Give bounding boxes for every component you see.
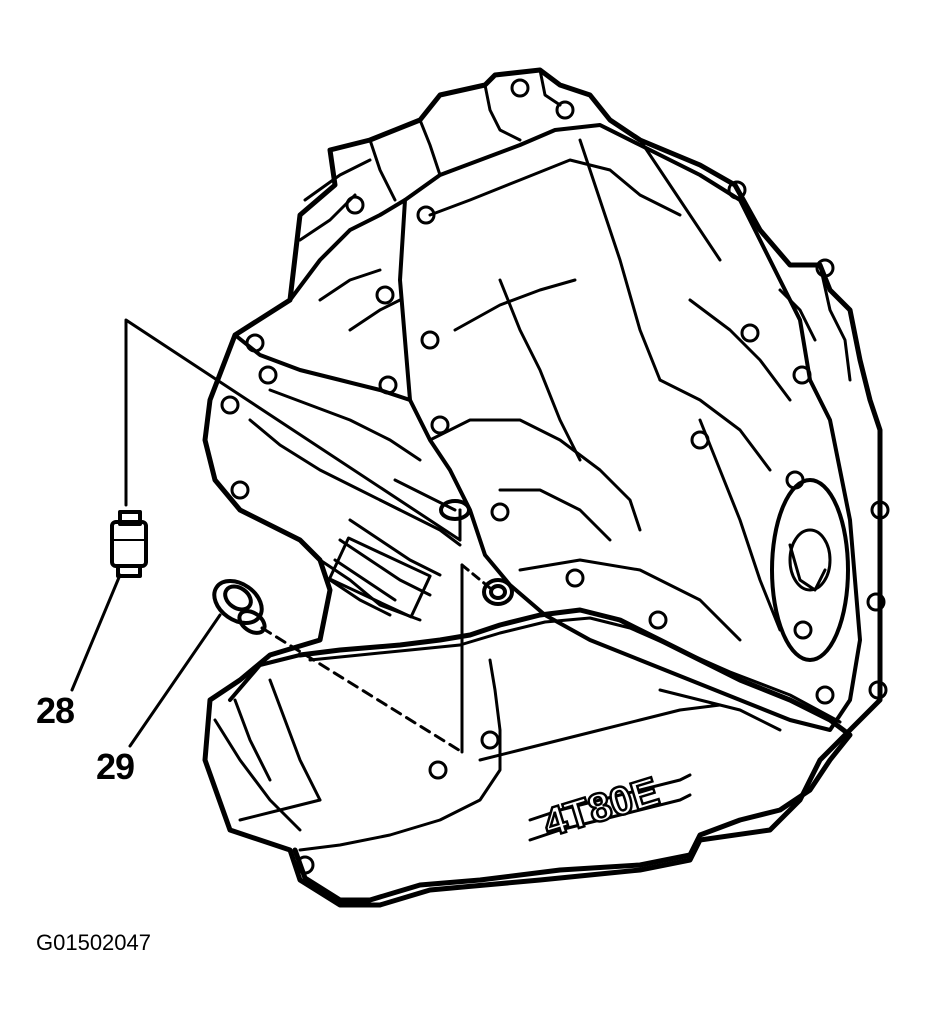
callout-29-label: 29	[96, 746, 135, 787]
transmission-case	[202, 67, 883, 908]
fitting-ports	[439, 499, 514, 606]
oil-pan	[213, 607, 853, 903]
callout-28-label: 28	[36, 690, 75, 731]
case-bolts	[220, 78, 890, 875]
pan-casting-text: 4T80E	[538, 769, 664, 846]
part-29-plug	[212, 579, 267, 635]
leader-lines	[70, 318, 492, 754]
part-28-sensor	[110, 510, 148, 578]
figure-id: G01502047	[36, 930, 151, 955]
